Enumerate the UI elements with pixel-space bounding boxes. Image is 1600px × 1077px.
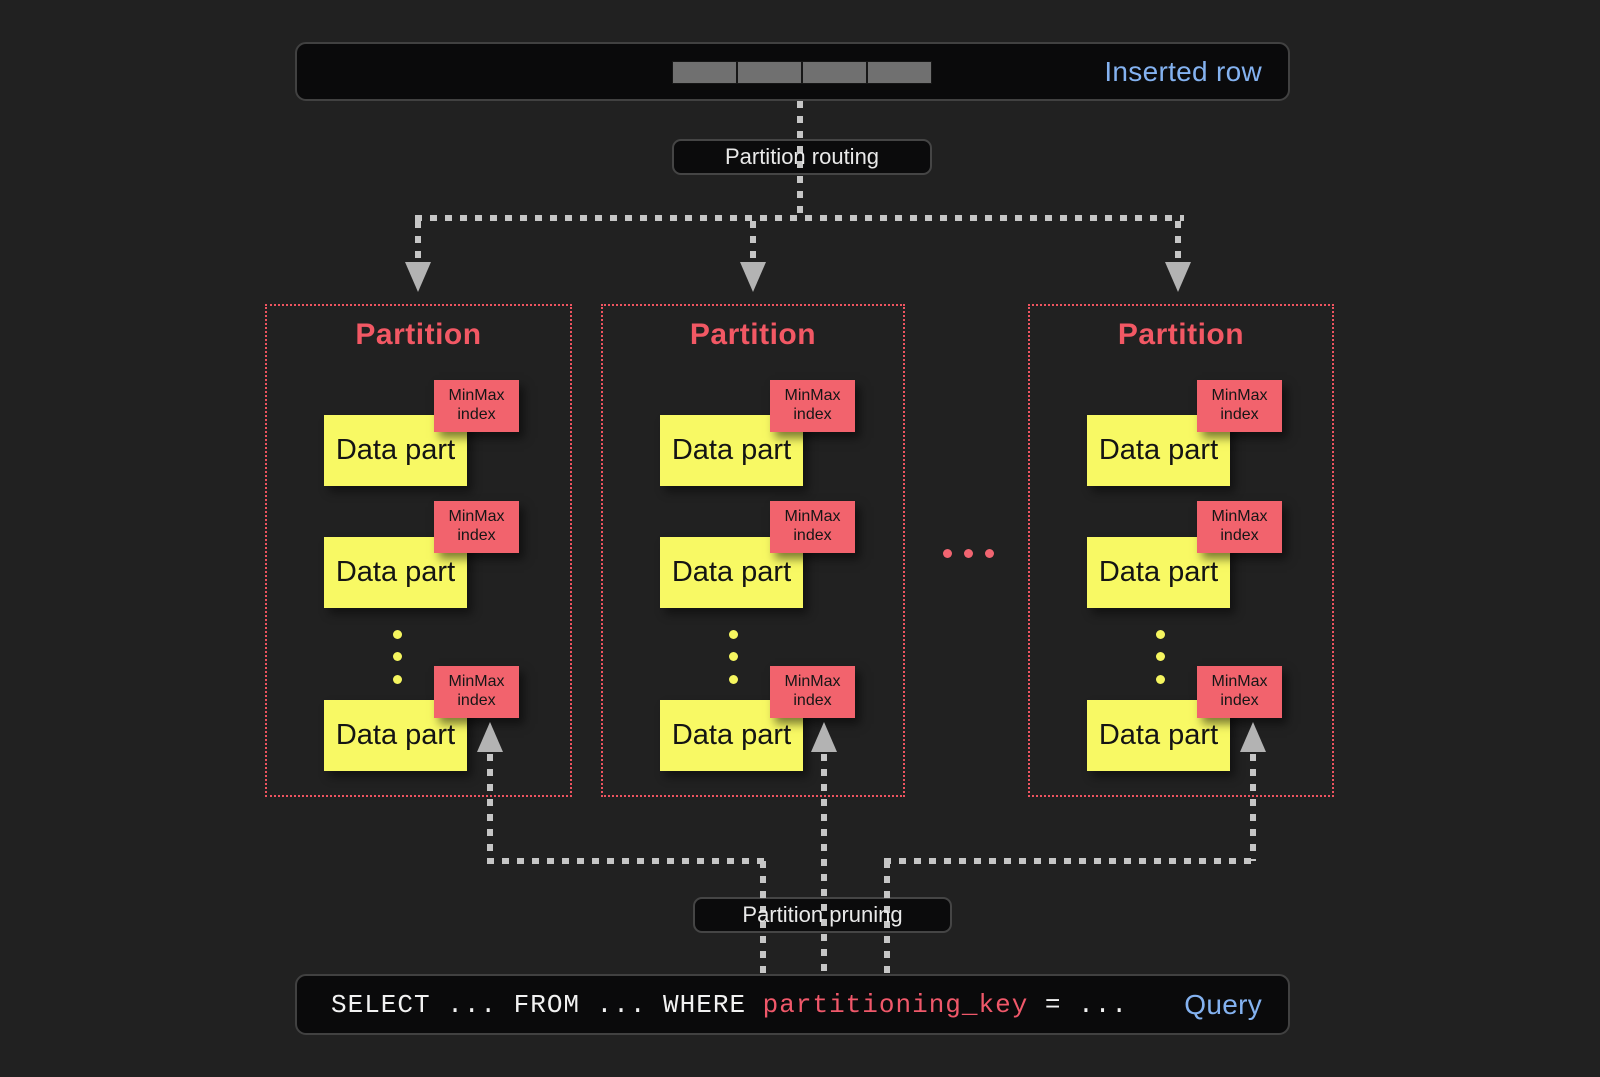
pruning-line-p3-vertical [1250,754,1256,861]
partition-title: Partition [1117,318,1245,351]
partition-box-3: Partition Data part MinMax index Data pa… [1028,304,1334,797]
partition-box-2: Partition Data part MinMax index Data pa… [601,304,905,797]
minmax-line1: MinMax [1211,673,1268,691]
minmax-line1: MinMax [448,508,505,526]
more-partitions-dot [985,549,994,558]
row-cell [868,62,931,83]
routing-branch-line-2 [750,221,756,263]
minmax-line2: index [793,406,832,423]
minmax-line1: MinMax [1211,508,1268,526]
minmax-line2: index [1220,527,1259,544]
query-prefix: SELECT ... FROM ... WHERE [331,989,763,1020]
pruning-line-p2-vertical [821,754,827,974]
query-partitioning-key: partitioning_key [762,989,1029,1020]
row-cell [738,62,801,83]
more-partitions-dot [964,549,973,558]
minmax-index-tag: MinMax index [434,380,519,432]
minmax-line1: MinMax [448,387,505,405]
minmax-line1: MinMax [784,508,841,526]
partition-title: Partition [689,318,817,351]
minmax-index-tag: MinMax index [770,666,855,718]
partition-routing-pill: Partition routing [672,139,932,175]
minmax-line2: index [1220,406,1259,423]
partition-routing-label: Partition routing [724,144,880,169]
routing-branch-line-3 [1175,221,1181,263]
minmax-index-tag: MinMax index [770,501,855,553]
minmax-line1: MinMax [784,387,841,405]
minmax-line2: index [457,527,496,544]
arrow-up-icon [811,722,837,752]
routing-line-vertical [797,101,803,221]
pruning-line-p1-vertical [487,754,493,861]
minmax-line1: MinMax [784,673,841,691]
arrow-up-icon [1240,722,1266,752]
routing-line-horizontal [415,215,1184,221]
minmax-line1: MinMax [448,673,505,691]
partition-pruning-pill: Partition pruning [693,897,952,933]
row-cell [673,62,736,83]
minmax-line2: index [457,692,496,709]
arrow-down-icon [1165,262,1191,292]
query-label: Query [1184,988,1262,1020]
pruning-line-right-drop [884,861,890,974]
query-text: SELECT ... FROM ... WHERE partitioning_k… [297,990,1128,1020]
row-cell [803,62,866,83]
arrow-up-icon [477,722,503,752]
partition-box-1: Partition Data part MinMax index Data pa… [265,304,572,797]
minmax-index-tag: MinMax index [1197,666,1282,718]
arrow-down-icon [405,262,431,292]
row-cells [672,61,932,84]
data-part: Data part [1087,415,1230,486]
pruning-line-right-horizontal [884,858,1256,864]
more-partitions-dot [943,549,952,558]
minmax-index-tag: MinMax index [1197,380,1282,432]
inserted-row-bar: Inserted row [295,42,1290,101]
query-bar: SELECT ... FROM ... WHERE partitioning_k… [295,974,1290,1035]
pruning-line-left-drop [760,861,766,974]
arrow-down-icon [740,262,766,292]
partition-title: Partition [355,318,482,351]
query-suffix: = ... [1028,989,1128,1020]
minmax-line2: index [793,692,832,709]
pruning-line-left-horizontal [487,858,766,864]
minmax-index-tag: MinMax index [770,380,855,432]
minmax-line1: MinMax [1211,387,1268,405]
minmax-line2: index [793,527,832,544]
inserted-row-label: Inserted row [1104,55,1262,87]
minmax-index-tag: MinMax index [434,501,519,553]
minmax-index-tag: MinMax index [434,666,519,718]
minmax-index-tag: MinMax index [1197,501,1282,553]
minmax-line2: index [457,406,496,423]
routing-branch-line-1 [415,221,421,263]
partition-pruning-label: Partition pruning [742,902,903,927]
minmax-line2: index [1220,692,1259,709]
